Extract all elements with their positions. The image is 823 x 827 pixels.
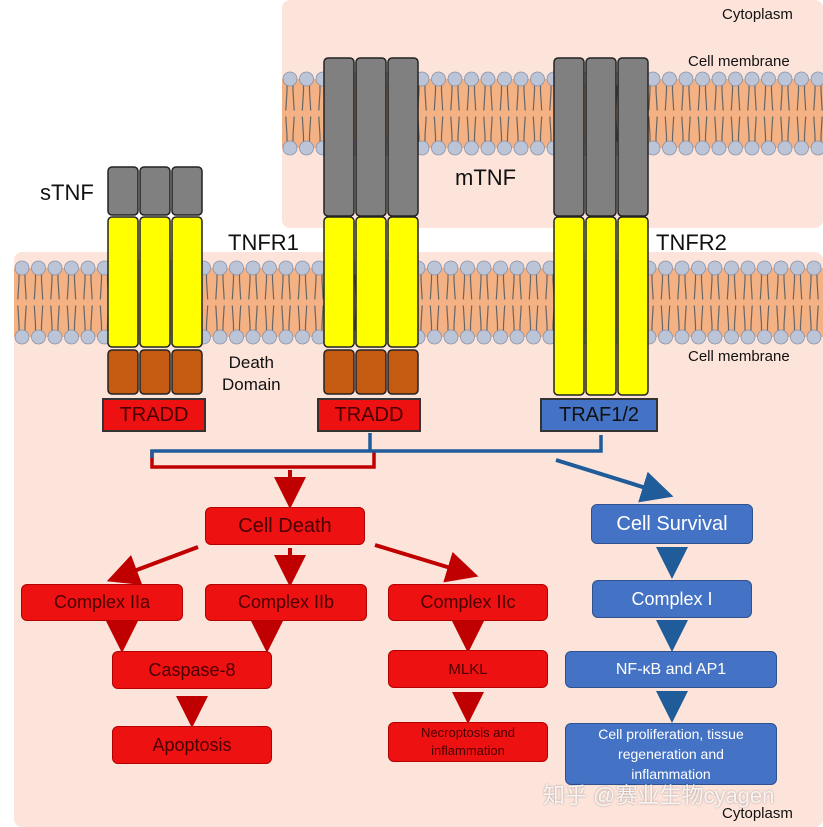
complex-i-box: Complex I xyxy=(592,580,752,618)
tnfr2-receptor xyxy=(553,57,649,396)
tnfr1-left-receptor xyxy=(107,166,203,395)
stnf-label: sTNF xyxy=(40,180,94,205)
traf-box: TRAF1/2 xyxy=(540,398,658,432)
nfkb-ap1-box: NF-κB and AP1 xyxy=(565,651,777,688)
membrane-bottom-label: Cell membrane xyxy=(688,348,790,365)
complex-iib-box: Complex IIb xyxy=(205,584,367,621)
tnfr1-middle-receptor xyxy=(323,57,419,395)
tradd-left-box: TRADD xyxy=(102,398,206,432)
mlkl-box: MLKL xyxy=(388,650,548,688)
apoptosis-box: Apoptosis xyxy=(112,726,272,764)
watermark-text: 知乎 @赛业生物cyagen xyxy=(543,783,775,808)
necroptosis-box: Necroptosis and inflammation xyxy=(388,722,548,762)
death-bracket xyxy=(150,450,376,469)
survival-bracket xyxy=(150,435,603,458)
membrane-top-label: Cell membrane xyxy=(688,53,790,70)
cytoplasm-bottom-label: Cytoplasm xyxy=(722,805,793,822)
tnfr1-label: TNFR1 xyxy=(228,230,299,255)
cell-survival-box: Cell Survival xyxy=(591,504,753,544)
caspase-8-box: Caspase-8 xyxy=(112,651,272,689)
cell-death-box: Cell Death xyxy=(205,507,365,545)
cytoplasm-top-label: Cytoplasm xyxy=(722,6,793,23)
mtnf-label: mTNF xyxy=(455,165,517,190)
death-domain-label: Death Domain xyxy=(222,353,281,394)
tradd-middle-box: TRADD xyxy=(317,398,421,432)
proliferation-box: Cell proliferation, tissue regeneration … xyxy=(565,723,777,785)
complex-iic-box: Complex IIc xyxy=(388,584,548,621)
tnfr2-label: TNFR2 xyxy=(656,230,727,255)
complex-iia-box: Complex IIa xyxy=(21,584,183,621)
survival-arrows xyxy=(555,458,688,723)
death-arrows xyxy=(106,470,484,728)
